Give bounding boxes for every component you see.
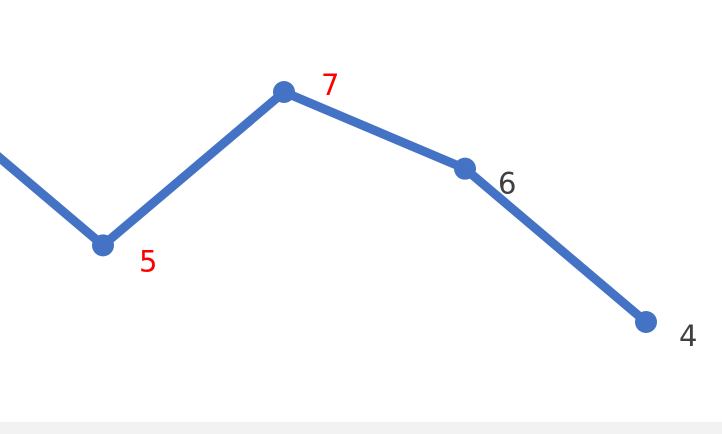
data-label: 6 xyxy=(498,167,516,201)
data-point-marker xyxy=(454,157,476,180)
data-label: 4 xyxy=(679,319,697,353)
data-label: 5 xyxy=(139,244,157,278)
series-line-layer xyxy=(0,87,651,327)
series-line xyxy=(0,87,651,327)
data-point-marker xyxy=(635,311,657,333)
data-label-layer: 5 7 6 4 xyxy=(139,68,697,353)
plot-bottom-edge xyxy=(0,422,722,434)
data-label: 7 xyxy=(321,68,339,102)
marker-layer xyxy=(92,81,657,333)
data-point-marker xyxy=(273,81,295,103)
data-point-marker xyxy=(92,234,114,257)
